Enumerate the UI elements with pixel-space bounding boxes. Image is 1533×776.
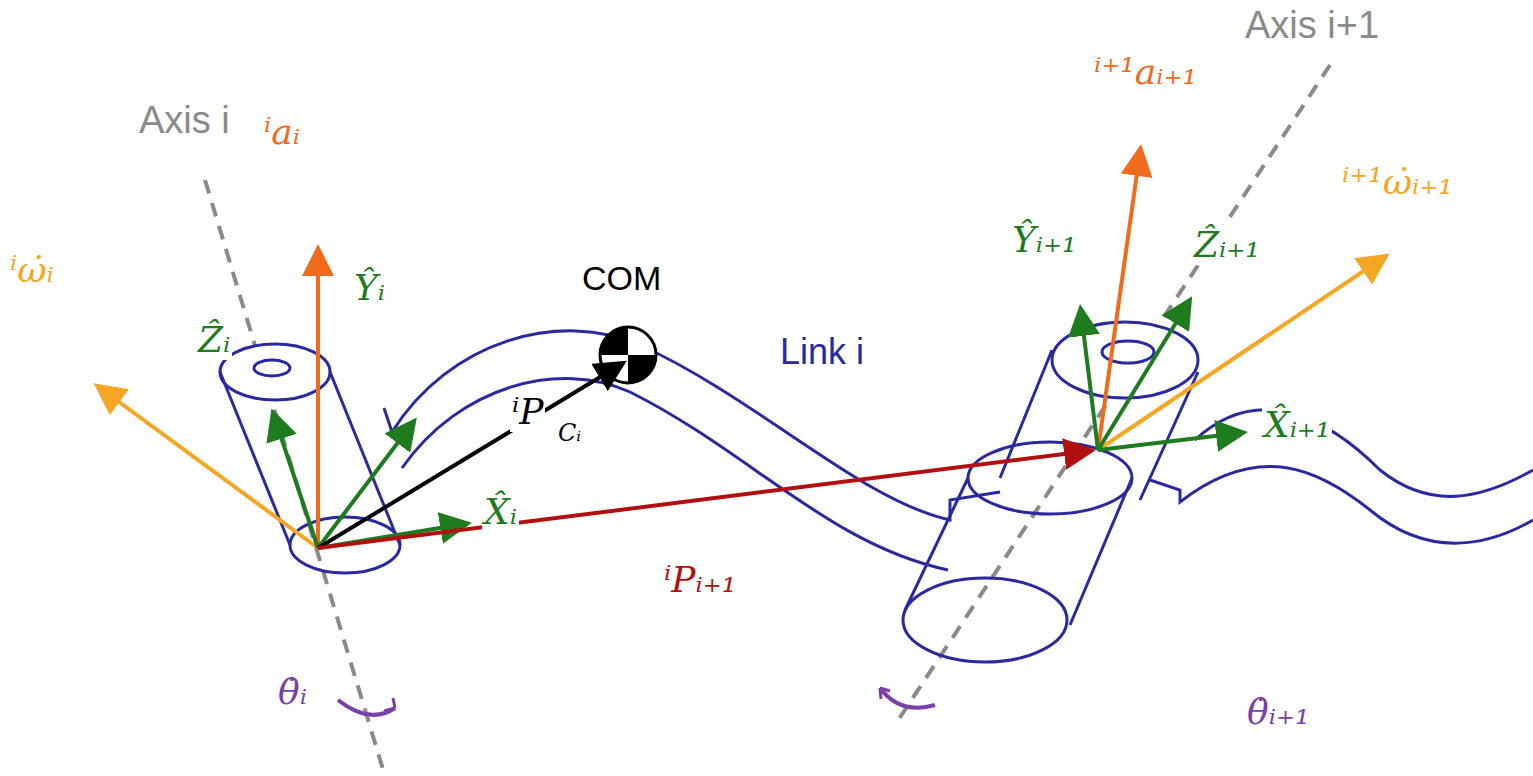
vector-label: ⁱ⁺¹ω̇ᵢ₊₁: [1340, 162, 1455, 202]
frame-axis-label: Ẑᵢ₊₁: [1192, 225, 1262, 265]
axis-line: [895, 65, 1330, 725]
frame-axis-label: Ŷᵢ: [352, 268, 387, 308]
frame-axis-label: X̂ᵢ: [482, 492, 519, 532]
joint-rate-label: θ̇ᵢ₊₁: [1245, 692, 1311, 732]
joint-rate-label: θ̇ᵢ: [276, 672, 309, 712]
vector-label: ⁱaᵢ: [262, 112, 302, 152]
vector-label: ⁱP: [510, 392, 545, 432]
frame-axis-label: X̂ᵢ₊₁: [1262, 405, 1332, 445]
vector-label: ⁱPᵢ₊₁: [662, 560, 738, 600]
com-symbol: [600, 327, 656, 383]
vector-subscript: Cᵢ: [556, 420, 583, 446]
frame-axis-label: Ŷᵢ₊₁: [1010, 220, 1078, 260]
vector-label: ⁱ⁺¹aᵢ₊₁: [1092, 52, 1199, 92]
axis-name: Axis i+1: [1243, 5, 1381, 47]
vector-label: ⁱω̇ᵢ: [8, 250, 56, 290]
axis-name: Axis i: [137, 100, 232, 142]
com-label: COM: [580, 260, 663, 297]
frame-axis-label: Ẑᵢ: [196, 320, 232, 360]
link-name: Link i: [778, 332, 866, 372]
